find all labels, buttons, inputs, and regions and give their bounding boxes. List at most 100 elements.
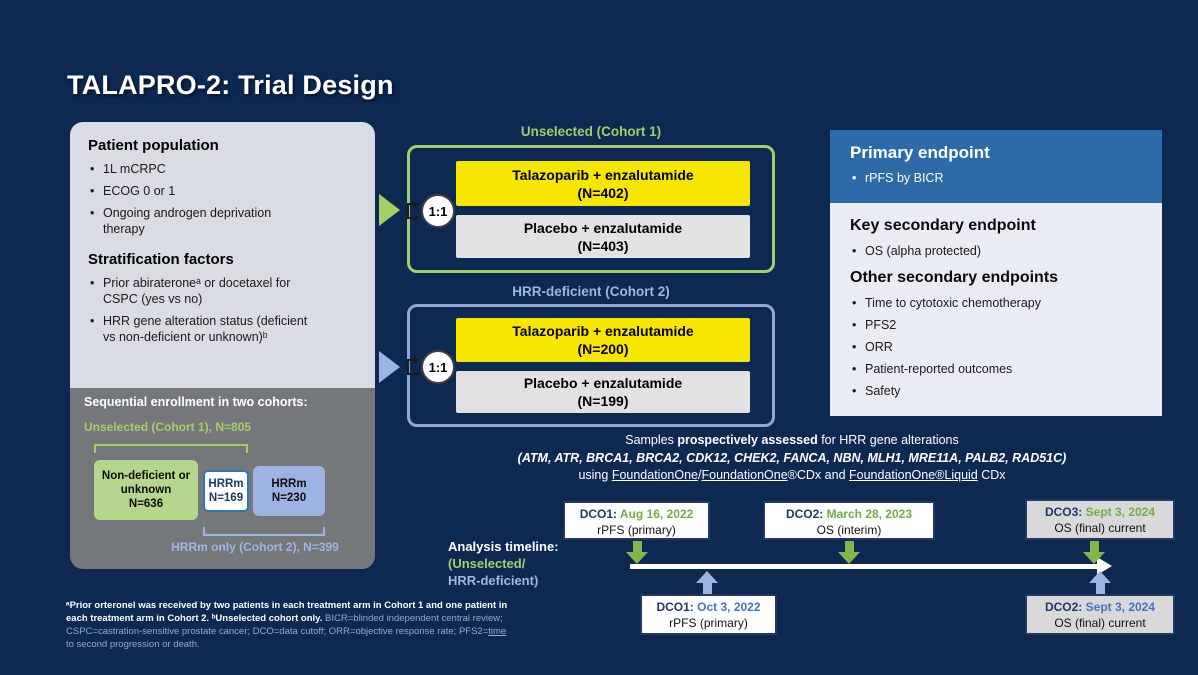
secondary-endpoints-section: Key secondary endpoint OS (alpha protect… — [830, 203, 1162, 416]
samples-text: ®CDx and — [787, 468, 849, 482]
foundationone-cdx-link-text: FoundationOne — [701, 468, 788, 482]
group-n: N=169 — [208, 492, 244, 504]
bullet-item: OS (alpha protected) — [850, 243, 1142, 259]
arm-name: Placebo + enzalutamide — [523, 375, 683, 391]
bullet-item: Patient-reported outcomes — [850, 361, 1142, 377]
dco-date: Sept 3, 2024 — [1085, 600, 1156, 614]
cohort2-bracket — [203, 527, 325, 536]
samples-text: / — [698, 468, 702, 482]
arm-name: Placebo + enzalutamide — [523, 219, 683, 236]
samples-text: Samples — [625, 433, 678, 447]
footnote-text: to second progression or death. — [66, 639, 200, 650]
footnote-underlined-text: time — [488, 626, 507, 637]
enrollment-group-hrrm-cohort2: HRRm N=230 — [253, 466, 325, 516]
primary-endpoint-list: rPFS by BICR — [850, 170, 1142, 186]
patient-population-heading: Patient population — [88, 137, 219, 154]
samples-line3: using FoundationOne/FoundationOne®CDx an… — [420, 467, 1164, 485]
footnote-abbreviations: BICR=blinded independent central review;… — [66, 613, 506, 650]
bullet-item: ORR — [850, 339, 1142, 355]
dco1-rpfs-primary-box: DCO1: Aug 16, 2022 rPFS (primary) — [563, 501, 710, 540]
cohort2-title: HRR-deficient (Cohort 2) — [512, 284, 670, 299]
enrollment-panel: Sequential enrollment in two cohorts: Un… — [70, 388, 375, 569]
other-secondary-list: Time to cytotoxic chemotherapy PFS2 ORR … — [850, 295, 1142, 399]
samples-text: CDx — [977, 468, 1006, 482]
footnote-text: BICR=blinded independent central review;… — [66, 613, 503, 637]
cohort2-enrollment-label: HRRm only (Cohort 2), N=399 — [171, 540, 339, 554]
endpoints-panel: Primary endpoint rPFS by BICR Key second… — [830, 130, 1162, 416]
group-label: Non-deficient or unknown — [101, 470, 191, 496]
page-title: TALAPRO-2: Trial Design — [67, 70, 394, 100]
group-label: HRRm — [208, 478, 244, 490]
cohort2-talazoparib-arm: Talazoparib + enzalutamide (N=200) — [456, 318, 750, 362]
dco-date: Aug 16, 2022 — [619, 507, 694, 521]
cohort2-randomization-ratio: 1:1 — [421, 350, 455, 384]
dco1-hrr-rpfs-primary-box: DCO1: Oct 3, 2022 rPFS (primary) — [640, 594, 777, 635]
cohort1-talazoparib-arm: Talazoparib + enzalutamide (N=402) — [456, 161, 750, 206]
timeline-label-line2: (Unselected/ — [448, 556, 526, 571]
analysis-timeline-label: Analysis timeline: (Unselected/ HRR-defi… — [448, 538, 559, 589]
key-secondary-list: OS (alpha protected) — [850, 243, 1142, 259]
timeline-axis — [630, 564, 1098, 569]
dco-prefix: DCO2: — [1044, 600, 1086, 614]
arrow-up-icon — [1089, 571, 1111, 594]
footnotes: ᵃPrior orteronel was received by two pat… — [66, 599, 508, 651]
arrow-right-icon — [379, 194, 400, 226]
dco-prefix: DCO3: — [1044, 505, 1086, 519]
dco-desc: OS (final) current — [1054, 616, 1146, 630]
dco-desc: OS (interim) — [816, 523, 882, 537]
arm-n: (N=199) — [577, 393, 629, 409]
dco2-hrr-os-final-box: DCO2: Sept 3, 2024 OS (final) current — [1025, 594, 1175, 635]
bullet-item: Time to cytotoxic chemotherapy — [850, 295, 1142, 311]
dco-desc: rPFS (primary) — [597, 523, 676, 537]
samples-note: Samples prospectively assessed for HRR g… — [420, 432, 1164, 485]
foundationone-link-text: FoundationOne — [611, 468, 698, 482]
bullet-item: Ongoing androgen deprivation therapy — [88, 205, 306, 237]
cohort2-placebo-arm: Placebo + enzalutamide (N=199) — [456, 371, 750, 413]
arrow-down-icon — [838, 541, 860, 564]
bullet-item: ECOG 0 or 1 — [88, 183, 306, 199]
dco-date: Sept 3, 2024 — [1085, 505, 1156, 519]
dco-date: March 28, 2023 — [826, 507, 913, 521]
randomization-split-icon — [405, 201, 420, 221]
arrow-down-icon — [1083, 541, 1105, 564]
samples-text: for HRR gene alterations — [817, 433, 959, 447]
arm-n: (N=403) — [577, 237, 629, 254]
timeline-label-line1: Analysis timeline: — [448, 539, 559, 554]
patient-population-list: 1L mCRPC ECOG 0 or 1 Ongoing androgen de… — [88, 161, 306, 237]
key-secondary-heading: Key secondary endpoint — [850, 217, 1036, 234]
arrow-down-icon — [626, 541, 648, 564]
dco-prefix: DCO2: — [785, 507, 827, 521]
randomization-split-icon — [405, 357, 420, 377]
other-secondary-heading: Other secondary endpoints — [850, 269, 1059, 286]
cohort1-enrollment-label: Unselected (Cohort 1), N=805 — [84, 420, 252, 434]
dco-date-line: DCO2: March 28, 2023 — [765, 506, 933, 522]
arrow-right-icon — [379, 351, 400, 383]
samples-line1: Samples prospectively assessed for HRR g… — [420, 432, 1164, 450]
group-label: HRRm — [271, 478, 307, 490]
stratification-heading: Stratification factors — [88, 251, 234, 268]
footnote-bold-text: ᵃPrior orteronel was received by two pat… — [66, 600, 508, 624]
dco-date-line: DCO1: Oct 3, 2022 — [642, 599, 775, 615]
group-n: N=636 — [128, 498, 164, 510]
bullet-item: rPFS by BICR — [850, 170, 1142, 186]
primary-endpoint-heading: Primary endpoint — [850, 143, 990, 162]
samples-gene-list: (ATM, ATR, BRCA1, BRCA2, CDK12, CHEK2, F… — [517, 450, 1067, 465]
arm-n: (N=200) — [577, 341, 629, 357]
cohort1-randomization-ratio: 1:1 — [421, 194, 455, 228]
timeline-label-line3: HRR-deficient) — [448, 573, 539, 588]
dco-date-line: DCO2: Sept 3, 2024 — [1027, 599, 1173, 615]
dco-date-line: DCO1: Aug 16, 2022 — [565, 506, 708, 522]
dco-prefix: DCO1: — [656, 600, 698, 614]
group-n: N=230 — [271, 492, 307, 504]
bullet-item: 1L mCRPC — [88, 161, 306, 177]
dco-desc: rPFS (primary) — [669, 616, 748, 630]
patient-population-panel: Patient population 1L mCRPC ECOG 0 or 1 … — [70, 122, 375, 388]
arm-n: (N=402) — [577, 184, 629, 201]
dco-prefix: DCO1: — [579, 507, 620, 521]
dco-date-line: DCO3: Sept 3, 2024 — [1027, 504, 1173, 520]
cohort1-bracket — [94, 444, 248, 453]
bullet-item: HRR gene alteration status (deficient vs… — [88, 313, 318, 345]
primary-endpoint-section: Primary endpoint rPFS by BICR — [830, 130, 1162, 203]
bullet-item: Prior abirateroneᵃ or docetaxel for CSPC… — [88, 275, 318, 307]
